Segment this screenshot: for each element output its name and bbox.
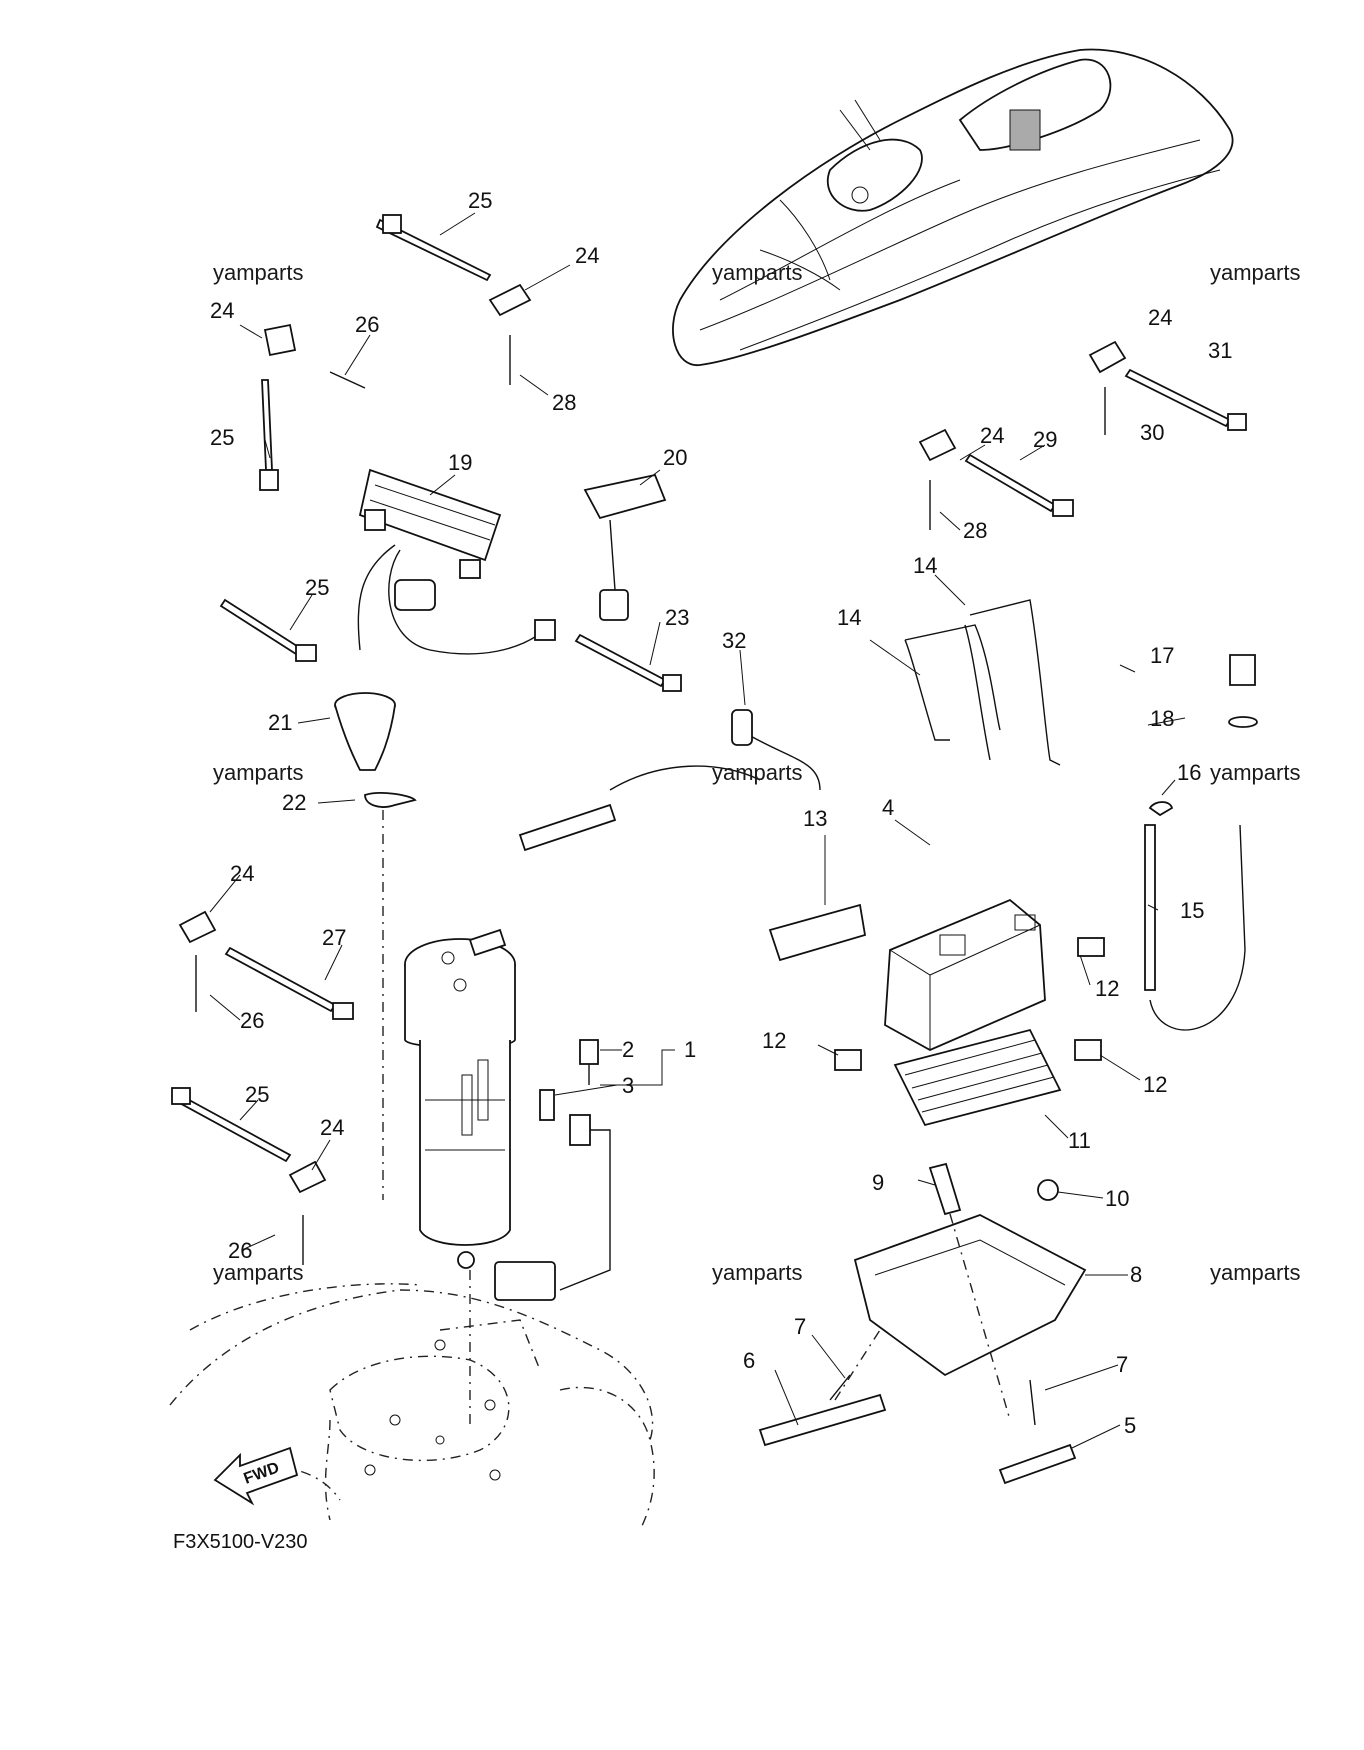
callout-5: 5: [1124, 1413, 1136, 1438]
watermarks: yamparts yamparts yamparts yamparts yamp…: [213, 260, 1300, 1285]
callout-21: 21: [268, 710, 292, 735]
watermark: yamparts: [213, 1260, 303, 1285]
callout-17: 17: [1150, 643, 1174, 668]
callout-11: 11: [1068, 1128, 1091, 1153]
callout-9: 9: [872, 1170, 884, 1195]
callout-25d: 25: [245, 1082, 269, 1107]
callout-2: 2: [622, 1037, 634, 1062]
callout-15: 15: [1180, 898, 1204, 923]
callout-23: 23: [665, 605, 689, 630]
fuel-pump-connectors: [494, 1039, 611, 1301]
callout-28b: 28: [963, 518, 987, 543]
callout-13: 13: [803, 806, 827, 831]
diagram-code: F3X5100-V230: [173, 1531, 308, 1553]
callout-18: 18: [1150, 706, 1174, 731]
callout-14a: 14: [913, 553, 937, 578]
callout-25b: 25: [210, 425, 234, 450]
watermark: yamparts: [712, 260, 802, 285]
sensor-lead: [518, 709, 821, 852]
brackets: [758, 1329, 1077, 1485]
cable-mounts: [178, 283, 1127, 1265]
callout-25a: 25: [468, 188, 492, 213]
callout-26c: 26: [228, 1238, 252, 1263]
bolt-and-nut: [928, 1162, 1059, 1421]
filler-neck: [334, 692, 417, 808]
callout-27: 27: [322, 925, 346, 950]
watermark: yamparts: [213, 760, 303, 785]
hull-outline: [169, 1283, 655, 1531]
callout-26b: 26: [240, 1008, 264, 1033]
callout-24f: 24: [320, 1115, 344, 1140]
callout-4: 4: [882, 795, 894, 820]
callout-7a: 7: [794, 1314, 806, 1339]
fwd-arrow: FWD: [213, 1446, 299, 1506]
callout-26a: 26: [355, 312, 379, 337]
callout-12a: 12: [1095, 976, 1119, 1001]
callout-24c: 24: [1148, 305, 1172, 330]
vent-hose: [1144, 654, 1258, 1031]
callout-12b: 12: [762, 1028, 786, 1053]
cable-ties: [171, 214, 1247, 1163]
coupler-part: [583, 473, 667, 621]
battery: [884, 898, 1046, 1052]
watermark: yamparts: [712, 1260, 802, 1285]
fuel-pump-assembly: [404, 928, 516, 1269]
wire-harness: [357, 468, 556, 655]
callout-25c: 25: [305, 575, 329, 600]
callout-12c: 12: [1143, 1072, 1167, 1097]
callout-1: 1: [684, 1037, 696, 1062]
callout-28a: 28: [552, 390, 576, 415]
watermark: yamparts: [712, 760, 802, 785]
callout-29: 29: [1033, 427, 1057, 452]
callout-19: 19: [448, 450, 472, 475]
callout-24e: 24: [230, 861, 254, 886]
callout-24d: 24: [980, 423, 1004, 448]
callout-32: 32: [722, 628, 746, 653]
callout-7b: 7: [1116, 1352, 1128, 1377]
callout-labels: 1 2 3 4 5 6 7 7 8 9 10 11 12 12 12 13 14…: [210, 188, 1232, 1438]
callout-8: 8: [1130, 1262, 1142, 1287]
battery-bands: [904, 599, 1061, 766]
watermark: yamparts: [1210, 1260, 1300, 1285]
leader-lines: [209, 212, 1186, 1449]
callout-24a: 24: [575, 243, 599, 268]
callout-10: 10: [1105, 1186, 1129, 1211]
battery-mat: [834, 937, 1105, 1127]
callout-6: 6: [743, 1348, 755, 1373]
callout-24b: 24: [210, 298, 234, 323]
callout-14b: 14: [837, 605, 861, 630]
watercraft-overview: [672, 48, 1234, 366]
callout-3: 3: [622, 1073, 634, 1098]
callout-30: 30: [1140, 420, 1164, 445]
watermark: yamparts: [1210, 760, 1300, 785]
callout-20: 20: [663, 445, 687, 470]
battery-box: [853, 1214, 1087, 1377]
watermark: yamparts: [213, 260, 303, 285]
callout-31: 31: [1208, 338, 1232, 363]
callout-16: 16: [1177, 760, 1201, 785]
callout-22: 22: [282, 790, 306, 815]
watermark: yamparts: [1210, 260, 1300, 285]
